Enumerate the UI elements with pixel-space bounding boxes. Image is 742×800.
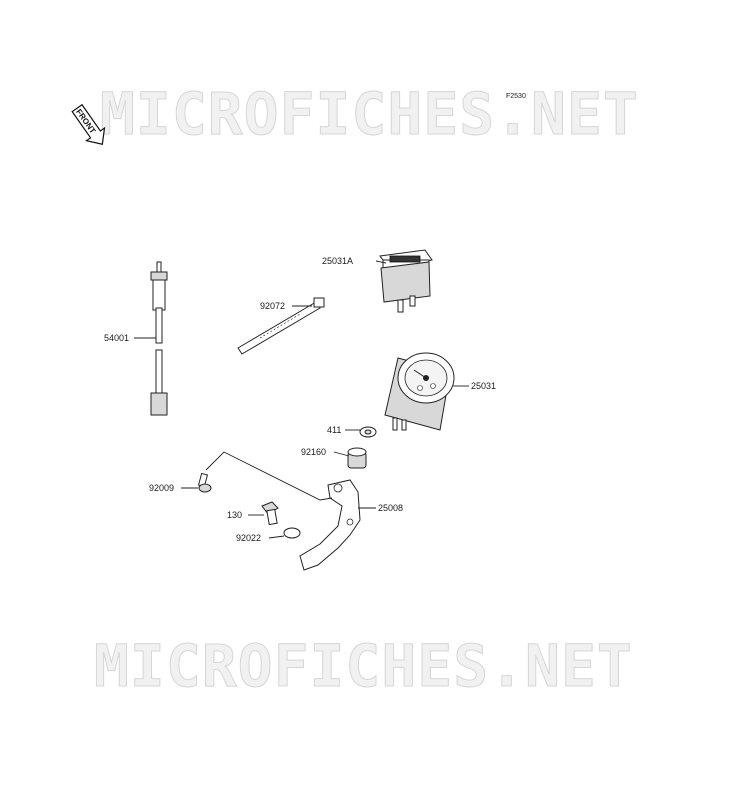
watermark-top: MICROFICHES.NET bbox=[100, 80, 639, 148]
callout-92009: 92009 bbox=[149, 483, 174, 493]
grommet-part bbox=[347, 447, 367, 469]
flat-washer-part bbox=[283, 527, 301, 539]
callout-25031: 25031 bbox=[471, 381, 496, 391]
callout-25008: 25008 bbox=[378, 503, 403, 513]
speedometer-cable-part bbox=[150, 261, 168, 416]
hour-meter-part bbox=[379, 249, 433, 313]
cable-tie-part bbox=[237, 297, 325, 355]
leader-92160 bbox=[333, 451, 350, 457]
washer-hole bbox=[364, 429, 372, 435]
leader-92022 bbox=[268, 535, 285, 539]
watermark-bottom: MICROFICHES.NET bbox=[94, 632, 633, 700]
callout-92160: 92160 bbox=[301, 447, 326, 457]
callout-92022: 92022 bbox=[236, 533, 261, 543]
assembly-line bbox=[205, 451, 333, 501]
callout-54001: 54001 bbox=[104, 333, 129, 343]
callout-411: 411 bbox=[327, 425, 341, 435]
bracket-part bbox=[299, 479, 361, 571]
leader-25031A bbox=[375, 260, 387, 264]
speedometer-part bbox=[384, 352, 455, 431]
diagram-code: F2530 bbox=[506, 93, 526, 100]
callout-130: 130 bbox=[227, 510, 242, 520]
bracket-hole-icon bbox=[346, 518, 354, 526]
callout-25031A: 25031A bbox=[322, 256, 353, 266]
bolt-part bbox=[261, 501, 279, 526]
screw-part bbox=[197, 472, 212, 493]
bracket-hole-icon bbox=[333, 483, 343, 493]
callout-92072: 92072 bbox=[260, 301, 285, 311]
